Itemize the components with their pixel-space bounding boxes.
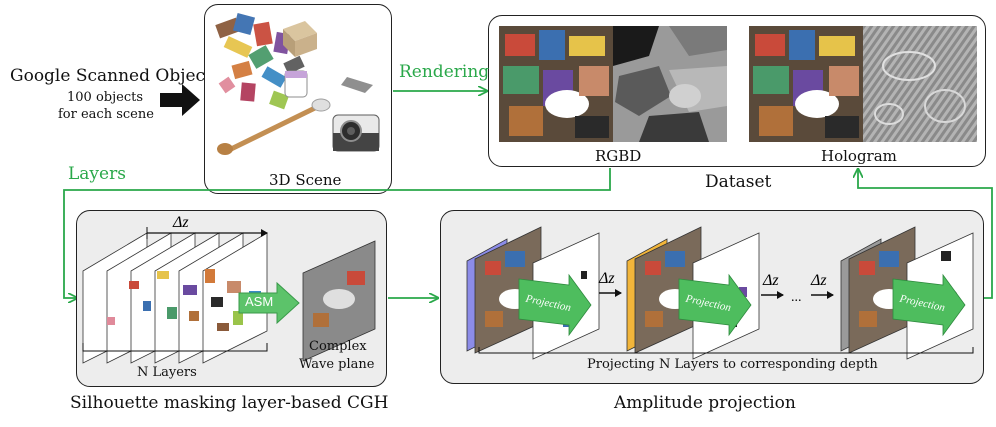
projection-delta-z-3: Δz: [810, 272, 827, 289]
projection-caption: Projecting N Layers to corresponding dep…: [587, 357, 878, 372]
rendering-label: Rendering: [399, 62, 490, 82]
source-subtitle-1: 100 objects: [67, 90, 143, 105]
layers-arrow: [63, 168, 611, 298]
projection-delta-z-2: Δz: [762, 272, 779, 289]
rgbd-label: RGBD: [595, 147, 642, 165]
projection-to-hologram-arrow: [858, 170, 993, 299]
scene-panel: 3D Scene: [204, 4, 392, 194]
dataset-panel: RGBD Hologram: [488, 15, 986, 167]
rgbd-image: [499, 26, 727, 142]
hologram-image: [749, 26, 977, 142]
projection-panel: Projection Δz Projection Δz ... Δz: [440, 210, 984, 384]
projection-illustration: Projection Δz Projection Δz ... Δz: [466, 226, 974, 360]
source-subtitle-2: for each scene: [58, 107, 154, 122]
scene-label: 3D Scene: [269, 171, 342, 189]
projection-group-1: Projection: [466, 226, 600, 360]
projection-title: Amplitude projection: [614, 393, 796, 413]
projection-delta-z-1: Δz: [598, 270, 615, 287]
cgh-delta-z: Δz: [172, 214, 189, 231]
projection-ellipsis: ...: [791, 290, 802, 305]
asm-label: ASM: [245, 294, 274, 309]
projection-group-2: Projection: [626, 226, 760, 360]
hologram-label: Hologram: [821, 147, 897, 165]
layers-label: Layers: [68, 164, 126, 184]
source-arrow-icon: [160, 84, 200, 116]
scene-illustration: [215, 12, 380, 155]
complex-label-2: Wave plane: [299, 357, 375, 372]
n-layers-label: N Layers: [137, 365, 197, 380]
cgh-panel: Δz ASM N Layers Complex Wave plane: [76, 210, 387, 387]
dataset-title: Dataset: [705, 172, 772, 192]
source-title: Google Scanned Objects: [10, 66, 221, 86]
projection-group-3: Projection: [840, 226, 974, 360]
cgh-title: Silhouette masking layer-based CGH: [70, 393, 389, 413]
cgh-illustration: Δz: [82, 214, 376, 364]
complex-label-1: Complex: [309, 339, 367, 354]
